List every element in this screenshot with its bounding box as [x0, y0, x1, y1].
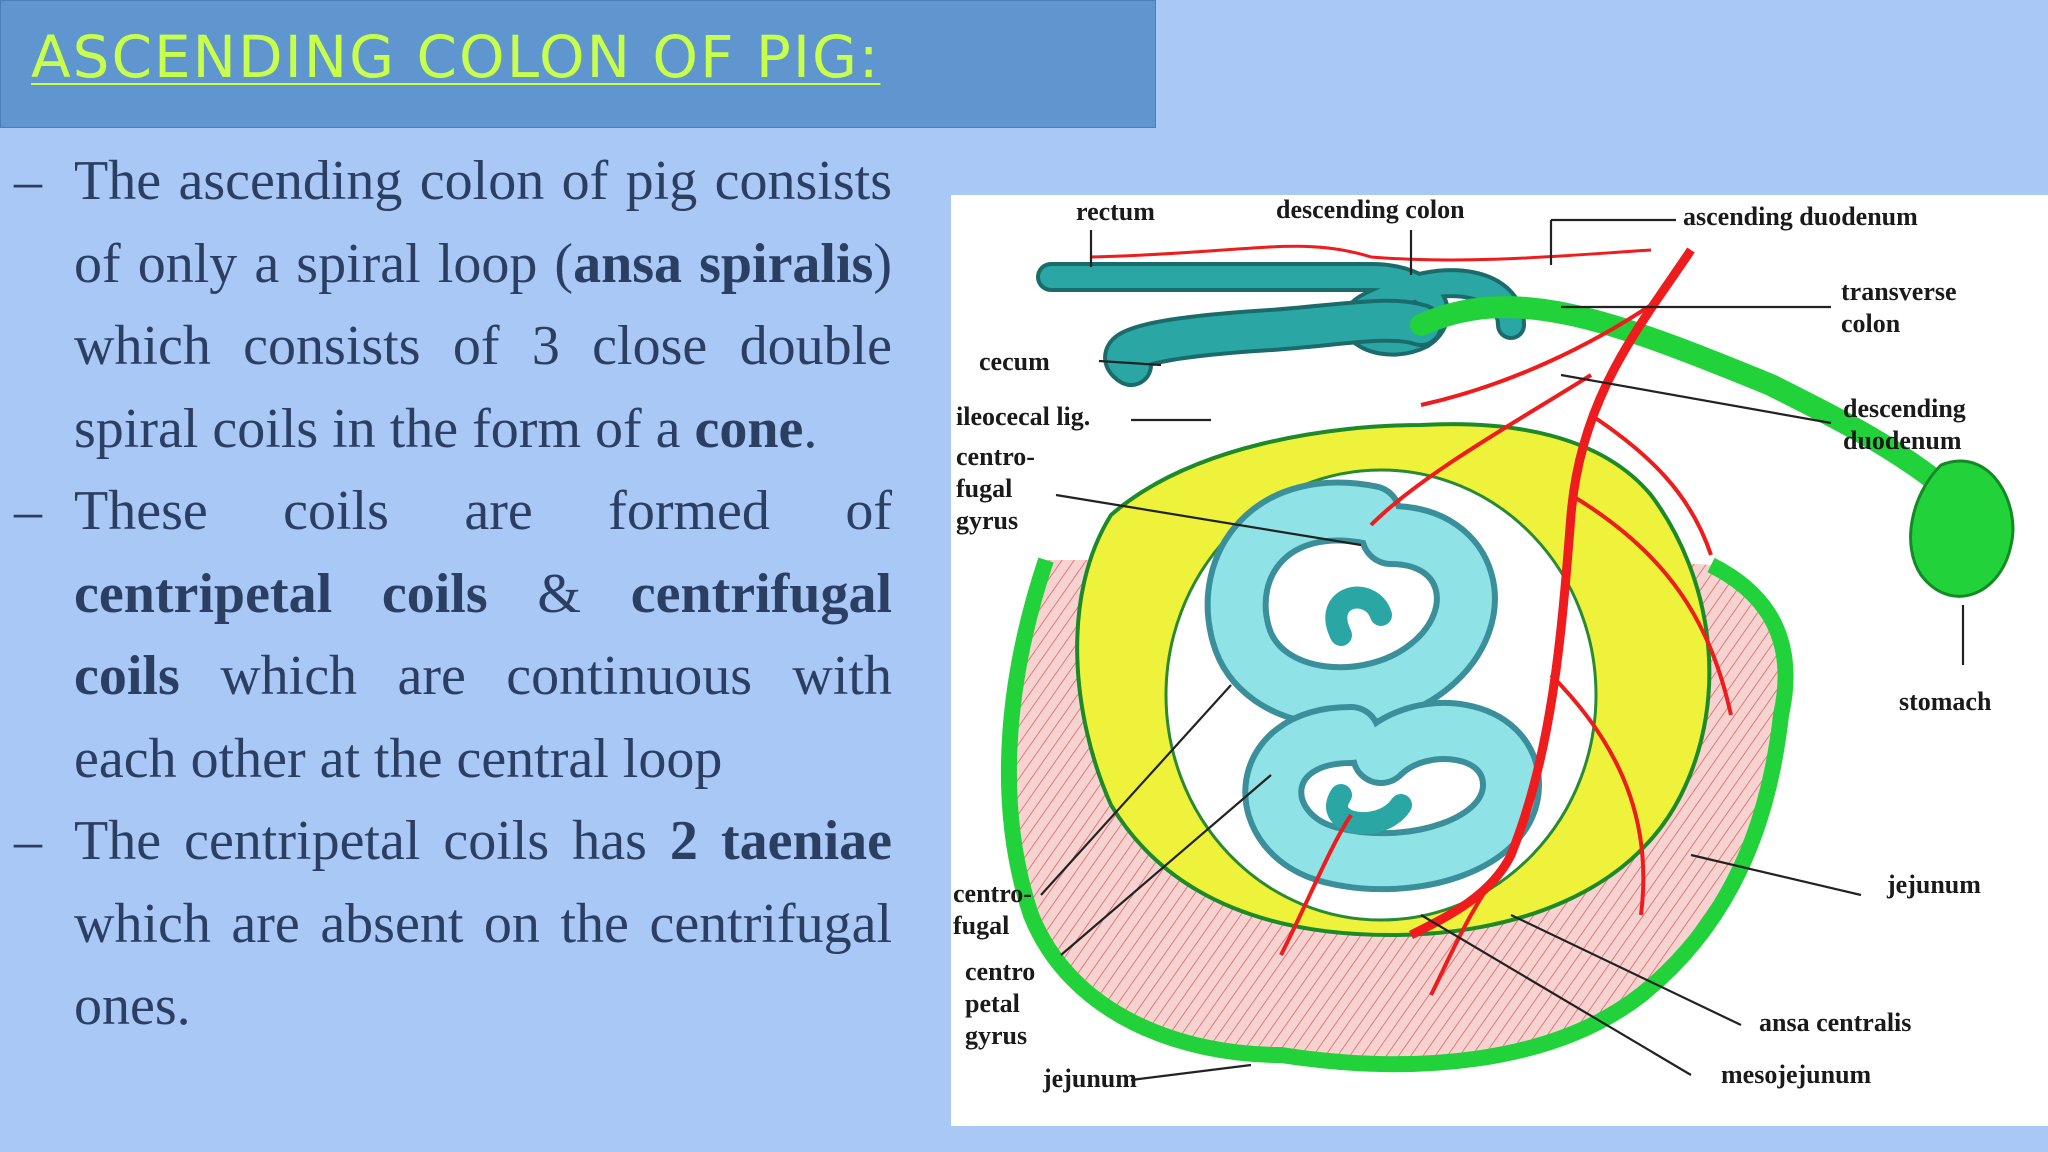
bold-term: centrifugal coils: [74, 562, 893, 708]
label-line: petal: [965, 989, 1020, 1018]
bullet-item: – These coils are formed of centripetal …: [14, 470, 892, 800]
bullet-dash: –: [14, 810, 42, 872]
bold-term: 2 taeniae: [669, 810, 892, 872]
label-jejunum-bottom: jejunum: [1042, 1064, 1137, 1093]
spiral-coils: [1204, 479, 1543, 893]
label-line: fugal: [956, 474, 1012, 503]
jejunum-border: [1000, 557, 1794, 1073]
label-ansa-centralis: ansa centralis: [1759, 1008, 1911, 1037]
text-segment: .: [803, 397, 818, 460]
text-segment: ) which consists of 3 close double spira…: [74, 232, 892, 460]
label-cecum: cecum: [979, 347, 1050, 376]
label-line: descending: [1843, 394, 1966, 423]
bullet-item: – The centripetal coils has 2 taeniae wh…: [14, 800, 892, 1048]
label-centropetal-gyrus: centro petal gyrus: [965, 957, 1042, 1050]
label-descending-duodenum: descending duodenum: [1843, 394, 1972, 455]
leader-lines: [1040, 218, 1965, 1082]
text-segment: The ascending colon of pig consists of o…: [74, 150, 892, 295]
bold-term: ansa spiralis: [573, 232, 874, 295]
slide-title: ASCENDING COLON OF PIG:: [31, 23, 881, 91]
label-descending-colon: descending colon: [1276, 195, 1465, 224]
bullet-text: These coils are formed of centripetal co…: [74, 470, 892, 800]
artery-branches: [1279, 303, 1733, 996]
label-line: gyrus: [956, 506, 1018, 535]
text-segment: which are absent on the centrifugal ones…: [74, 892, 892, 1038]
label-ileocecal-lig: ileocecal lig.: [956, 402, 1090, 431]
label-centrofugal: centro- fugal: [953, 879, 1038, 940]
label-line: gyrus: [965, 1021, 1027, 1050]
text-segment: These coils are formed of: [74, 480, 892, 542]
stomach-shape: [1909, 459, 2015, 598]
descending-colon-vessel: [1090, 244, 1652, 262]
label-transverse-colon: transverse colon: [1841, 277, 1963, 338]
bullet-list: – The ascending colon of pig consists of…: [14, 140, 892, 1048]
label-stomach: stomach: [1899, 687, 1992, 716]
bullet-dash: –: [14, 150, 42, 212]
diagram-svg: rectum descending colon ascending duoden…: [953, 195, 2015, 1093]
label-line: centro: [965, 957, 1035, 986]
label-line: fugal: [953, 911, 1009, 940]
title-bar: ASCENDING COLON OF PIG:: [0, 0, 1156, 128]
bold-term: centripetal coils: [74, 562, 488, 625]
label-centrofugal-gyrus: centro- fugal gyrus: [956, 442, 1041, 535]
label-rectum: rectum: [1076, 197, 1155, 226]
colon-tract: [1036, 262, 1952, 496]
text-segment: &: [487, 562, 631, 625]
label-ascending-duodenum: ascending duodenum: [1683, 202, 1918, 231]
text-segment: The centripetal coils has: [74, 810, 670, 872]
bullet-text: The centripetal coils has 2 taeniae whic…: [74, 800, 892, 1048]
text-segment: which are continuous with each other at …: [74, 645, 892, 790]
pig-intestine-diagram: rectum descending colon ascending duoden…: [951, 195, 2048, 1126]
label-line: transverse: [1841, 277, 1957, 306]
bold-term: cone: [694, 397, 804, 460]
label-mesojejunum: mesojejunum: [1721, 1060, 1872, 1089]
label-jejunum-right: jejunum: [1886, 870, 1981, 899]
bullet-item: – The ascending colon of pig consists of…: [14, 140, 892, 470]
label-line: colon: [1841, 309, 1901, 338]
bullet-dash: –: [14, 480, 42, 542]
bullet-text: The ascending colon of pig consists of o…: [74, 140, 892, 470]
label-line: duodenum: [1843, 426, 1962, 455]
label-line: centro-: [956, 442, 1035, 471]
label-line: centro-: [953, 879, 1032, 908]
